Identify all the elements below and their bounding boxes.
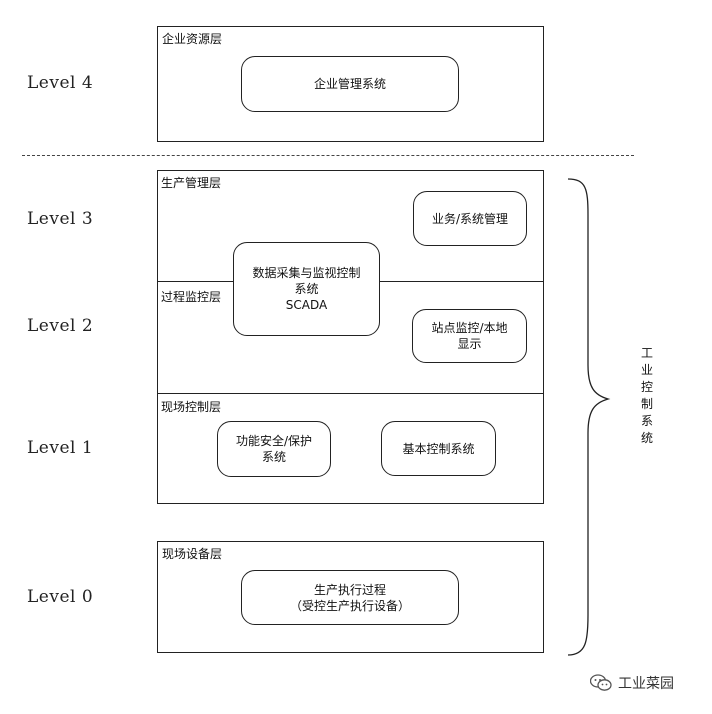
- watermark-logo: 工业菜园: [590, 673, 674, 693]
- logo-text: 工业菜园: [618, 676, 674, 692]
- node-text-line-2: 系统: [294, 282, 319, 296]
- level-0-label: Level 0: [27, 587, 94, 607]
- node-text-line-2: （受控生产执行设备）: [289, 598, 410, 613]
- level-1-label: Level 1: [27, 438, 94, 458]
- scada-system: 数据采集与监视控制 系统 SCADA: [233, 242, 380, 336]
- divider-mgmt-monitor-left: [157, 281, 234, 282]
- divider-mgmt-monitor-right: [379, 281, 544, 282]
- node-text-line-1: 数据采集与监视控制: [252, 266, 361, 280]
- field-device-layer-title: 现场设备层: [162, 547, 223, 561]
- basic-control-system: 基本控制系统: [381, 421, 496, 476]
- business-system-management: 业务/系统管理: [413, 191, 527, 246]
- node-text-line-3: SCADA: [285, 298, 328, 312]
- node-text-line-2: 显示: [457, 337, 482, 351]
- functional-safety-protection-system: 功能安全/保护 系统: [217, 421, 331, 477]
- node-text-line-1: 生产执行过程: [313, 582, 386, 597]
- divider-monitor-control: [157, 393, 544, 394]
- production-execution-process: 生产执行过程 （受控生产执行设备）: [241, 570, 459, 625]
- brace-char: 系: [640, 414, 653, 428]
- brace-char: 业: [640, 363, 653, 377]
- industrial-control-system-label: 工 业 控 制 系 统: [640, 345, 654, 447]
- dashed-separator: [22, 155, 634, 156]
- enterprise-layer-title: 企业资源层: [162, 32, 223, 46]
- brace-char: 控: [640, 380, 653, 394]
- node-text: 基本控制系统: [402, 441, 475, 456]
- level-4-label: Level 4: [27, 73, 94, 93]
- curly-brace: [567, 178, 611, 656]
- brace-char: 制: [640, 397, 653, 411]
- station-monitor-local-display: 站点监控/本地 显示: [412, 309, 527, 363]
- level-3-label: Level 3: [27, 209, 94, 229]
- wechat-icon: [590, 674, 612, 691]
- node-text-line-1: 站点监控/本地: [431, 321, 508, 335]
- field-control-layer-title: 现场控制层: [161, 400, 222, 414]
- node-text-line-2: 系统: [261, 450, 286, 464]
- process-monitor-layer-title: 过程监控层: [161, 290, 222, 304]
- node-text-line-1: 功能安全/保护: [235, 434, 313, 448]
- node-text: 企业管理系统: [313, 77, 386, 91]
- enterprise-management-system: 企业管理系统: [241, 56, 459, 112]
- production-management-layer-title: 生产管理层: [161, 176, 222, 190]
- node-text: 业务/系统管理: [431, 211, 509, 226]
- brace-char: 工: [640, 346, 653, 360]
- brace-char: 统: [640, 431, 653, 445]
- level-2-label: Level 2: [27, 316, 94, 336]
